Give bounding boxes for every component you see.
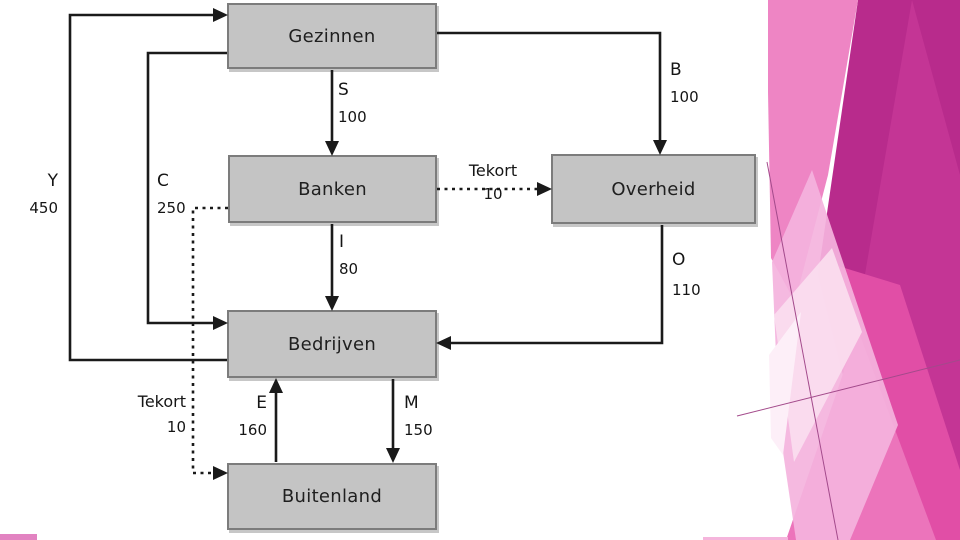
facet-hairline-steep <box>766 161 839 540</box>
node-buitenland: Buitenland <box>227 463 437 530</box>
flow-letter-b: B <box>670 60 682 80</box>
facet-pale <box>774 248 862 462</box>
flow-letter-i: I <box>339 232 345 252</box>
flow-letter-y: Y <box>47 171 58 191</box>
node-gezinnen: Gezinnen <box>227 3 437 69</box>
facet-light <box>768 0 858 302</box>
flow-value-c: 250 <box>157 199 186 217</box>
arrowhead-s <box>325 141 339 156</box>
flow-letter-tekort-overheid: Tekort <box>468 161 518 180</box>
node-banken: Banken <box>228 155 437 223</box>
facet-hairline-shallow <box>736 359 960 417</box>
flow-label-e: E 160 <box>210 393 267 439</box>
facet-palest <box>769 312 801 455</box>
arrowhead-tekort-buitenland <box>213 466 228 480</box>
arrowhead-m <box>386 448 400 463</box>
facet-dark <box>818 0 960 540</box>
flow-label-m: M 150 <box>404 393 454 439</box>
flow-value-tekort-overheid: 10 <box>483 185 503 203</box>
flow-label-tekort-overheid: Tekort 10 <box>457 161 529 203</box>
arrowhead-c <box>213 316 228 330</box>
flow-value-e: 160 <box>238 421 267 439</box>
flow-label-o: O 110 <box>672 250 722 299</box>
arrowhead-i <box>325 296 339 311</box>
facet-mid <box>852 0 960 540</box>
flow-value-o: 110 <box>672 281 701 299</box>
node-overheid: Overheid <box>551 154 756 224</box>
flow-letter-o: O <box>672 250 686 270</box>
flow-letter-c: C <box>157 171 169 191</box>
flow-letter-e: E <box>256 393 267 413</box>
flow-label-s: S 100 <box>338 80 388 126</box>
arrowhead-o <box>436 336 451 350</box>
facet-medium <box>786 330 936 540</box>
facet-bright <box>825 262 960 540</box>
flow-value-m: 150 <box>404 421 433 439</box>
bottom-left-accent-bar <box>0 534 37 540</box>
flow-label-b: B 100 <box>670 60 720 106</box>
flow-label-i: I 80 <box>339 232 389 278</box>
node-bedrijven: Bedrijven <box>227 310 437 378</box>
facet-band <box>772 170 898 540</box>
flow-line-o <box>450 225 664 345</box>
flow-value-i: 80 <box>339 260 359 278</box>
flow-value-y: 450 <box>29 199 58 217</box>
flow-label-tekort-buitenland: Tekort 10 <box>100 392 186 436</box>
flow-value-b: 100 <box>670 88 699 106</box>
flow-label-c: C 250 <box>157 171 207 217</box>
flow-letter-s: S <box>338 80 349 100</box>
arrowhead-tekort-overheid <box>537 182 552 196</box>
flow-label-y: Y 450 <box>8 171 58 217</box>
flow-value-tekort-buitenland: 10 <box>166 418 186 436</box>
flow-value-s: 100 <box>338 108 367 126</box>
arrowhead-e <box>269 378 283 393</box>
flow-line-b <box>437 31 662 142</box>
flow-letter-tekort-buitenland: Tekort <box>137 392 186 411</box>
arrowhead-y <box>213 8 228 22</box>
arrowhead-b <box>653 140 667 155</box>
flow-letter-m: M <box>404 393 419 413</box>
